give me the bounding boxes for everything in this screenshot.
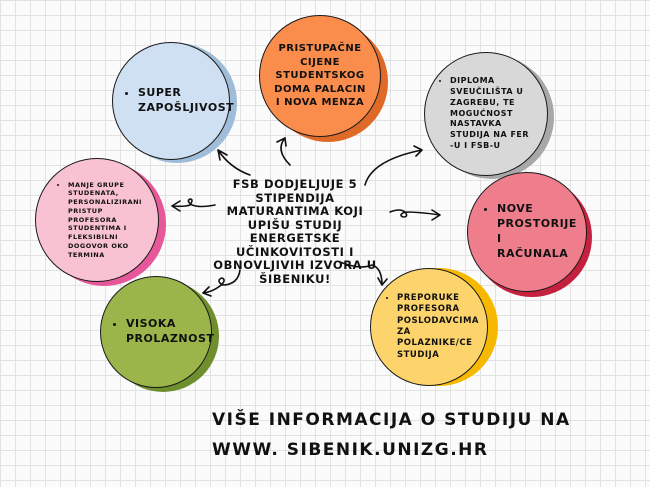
bubble-text: Preporuke profesora poslodavcima za pola… — [397, 293, 479, 362]
arrow-to-diploma — [364, 145, 423, 186]
arrow-to-dom — [276, 137, 291, 166]
arrow-to-preporuke — [339, 261, 388, 286]
arrow-to-nove-prostorije — [389, 209, 441, 221]
bubble-studentski-dom: Pristupačne cijene studentskog doma Pala… — [259, 15, 381, 137]
footer-info-line: Više informacija o studiju na — [212, 410, 571, 430]
bubble-text: Visoka prolaznost — [126, 317, 214, 347]
bubble-manje-grupe: Manje grupe studenata, personalizirani p… — [35, 158, 159, 282]
bubble-text: Pristupačne cijene studentskog doma Pala… — [274, 43, 366, 109]
bubble-nove-prostorije: Nove prostorije i računala — [467, 172, 587, 292]
center-heading: FSB dodjeljuje 5 stipendija maturantima … — [213, 177, 377, 286]
bubble-preporuke: Preporuke profesora poslodavcima za pola… — [370, 268, 488, 386]
bubble-diploma: Diploma Sveučilišta u Zagrebu, te mogućn… — [424, 52, 548, 176]
bubble-text: Nove prostorije i računala — [497, 202, 576, 261]
bubble-super-zaposljivost: Super zapošljivost — [112, 42, 234, 160]
bubble-text: Manje grupe studenata, personalizirani p… — [68, 181, 141, 260]
arrow-to-manje-grupe — [171, 198, 216, 212]
bubble-visoka-prolaznost: Visoka prolaznost — [100, 276, 214, 388]
footer-website-link[interactable]: www. sibenik.unizg.hr — [212, 440, 489, 460]
arrow-to-super-zaposljivost — [217, 149, 251, 176]
bubble-text: Super zapošljivost — [138, 86, 234, 116]
arrow-to-visoka-prolaznost — [202, 269, 241, 297]
bubble-text: Diploma Sveučilišta u Zagrebu, te mogućn… — [450, 76, 534, 152]
